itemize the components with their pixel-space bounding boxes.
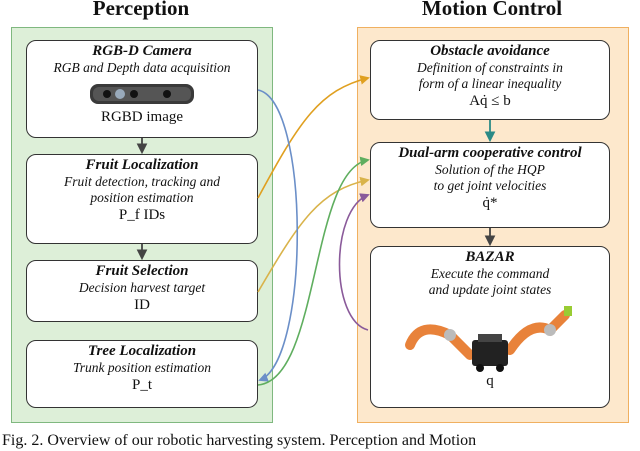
bazar-output: q: [486, 373, 494, 389]
tree-localization-title: Tree Localization: [87, 343, 197, 359]
dual-arm-robot-icon: [405, 306, 572, 372]
fruit-selection-box: Fruit Selection Decision harvest target …: [26, 260, 258, 322]
obstacle-avoidance-desc-line2: form of a linear inequality: [418, 76, 562, 91]
bazar-title: BAZAR: [465, 249, 515, 265]
arrow-tree-localization-to-dual-arm: [257, 156, 370, 386]
arrow-bazar-to-dual-arm-feedback: [338, 193, 370, 331]
fruit-localization-desc-line2: position estimation: [90, 190, 194, 205]
dual-arm-control-title: Dual-arm cooperative control: [398, 145, 582, 161]
fruit-selection-title: Fruit Selection: [95, 263, 189, 279]
tree-localization-desc: Trunk position estimation: [72, 360, 211, 375]
tree-localization-box: Tree Localization Trunk position estimat…: [26, 340, 258, 408]
arrow-fruit-localization-to-obstacle: [257, 75, 370, 199]
tree-localization-output: P_t: [131, 377, 152, 393]
bazar-box: BAZAR Execute the command and update joi…: [370, 246, 610, 408]
dual-arm-control-desc-line1: Solution of the HQP: [435, 162, 545, 177]
rgbd-camera-output: RGBD image: [100, 109, 184, 125]
camera-icon: [90, 84, 194, 104]
rgbd-camera-box: RGB-D Camera RGB and Depth data acquisit…: [26, 40, 258, 138]
rgbd-camera-title: RGB-D Camera: [92, 43, 192, 59]
obstacle-avoidance-desc-line1: Definition of constraints in: [417, 60, 563, 75]
dual-arm-control-desc-line2: to get joint velocities: [433, 178, 547, 193]
dual-arm-control-output: q̇*: [482, 195, 498, 211]
fruit-localization-box: Fruit Localization Fruit detection, trac…: [26, 154, 258, 244]
arrow-camera-to-tree-localization: [257, 89, 299, 382]
motion-control-column-title: Motion Control: [421, 0, 563, 20]
figure-caption: Fig. 2. Overview of our robotic harvesti…: [2, 432, 477, 449]
obstacle-avoidance-output: Aq̇ ≤ b: [469, 93, 511, 109]
fruit-localization-output: P_f IDs: [118, 207, 166, 223]
perception-column-title: Perception: [92, 0, 190, 20]
obstacle-avoidance-box: Obstacle avoidance Definition of constra…: [370, 40, 610, 120]
fruit-localization-desc-line1: Fruit detection, tracking and: [64, 174, 220, 189]
dual-arm-control-box: Dual-arm cooperative control Solution of…: [370, 142, 610, 228]
bazar-desc-line2: and update joint states: [428, 282, 552, 297]
bazar-desc-line1: Execute the command: [430, 266, 550, 281]
fruit-selection-output: ID: [134, 297, 150, 313]
obstacle-avoidance-title: Obstacle avoidance: [430, 43, 550, 59]
fruit-selection-desc: Decision harvest target: [78, 280, 206, 295]
arrow-fruit-selection-to-dual-arm: [257, 176, 370, 293]
fruit-localization-title: Fruit Localization: [85, 157, 199, 173]
rgbd-camera-desc: RGB and Depth data acquisition: [53, 60, 231, 75]
